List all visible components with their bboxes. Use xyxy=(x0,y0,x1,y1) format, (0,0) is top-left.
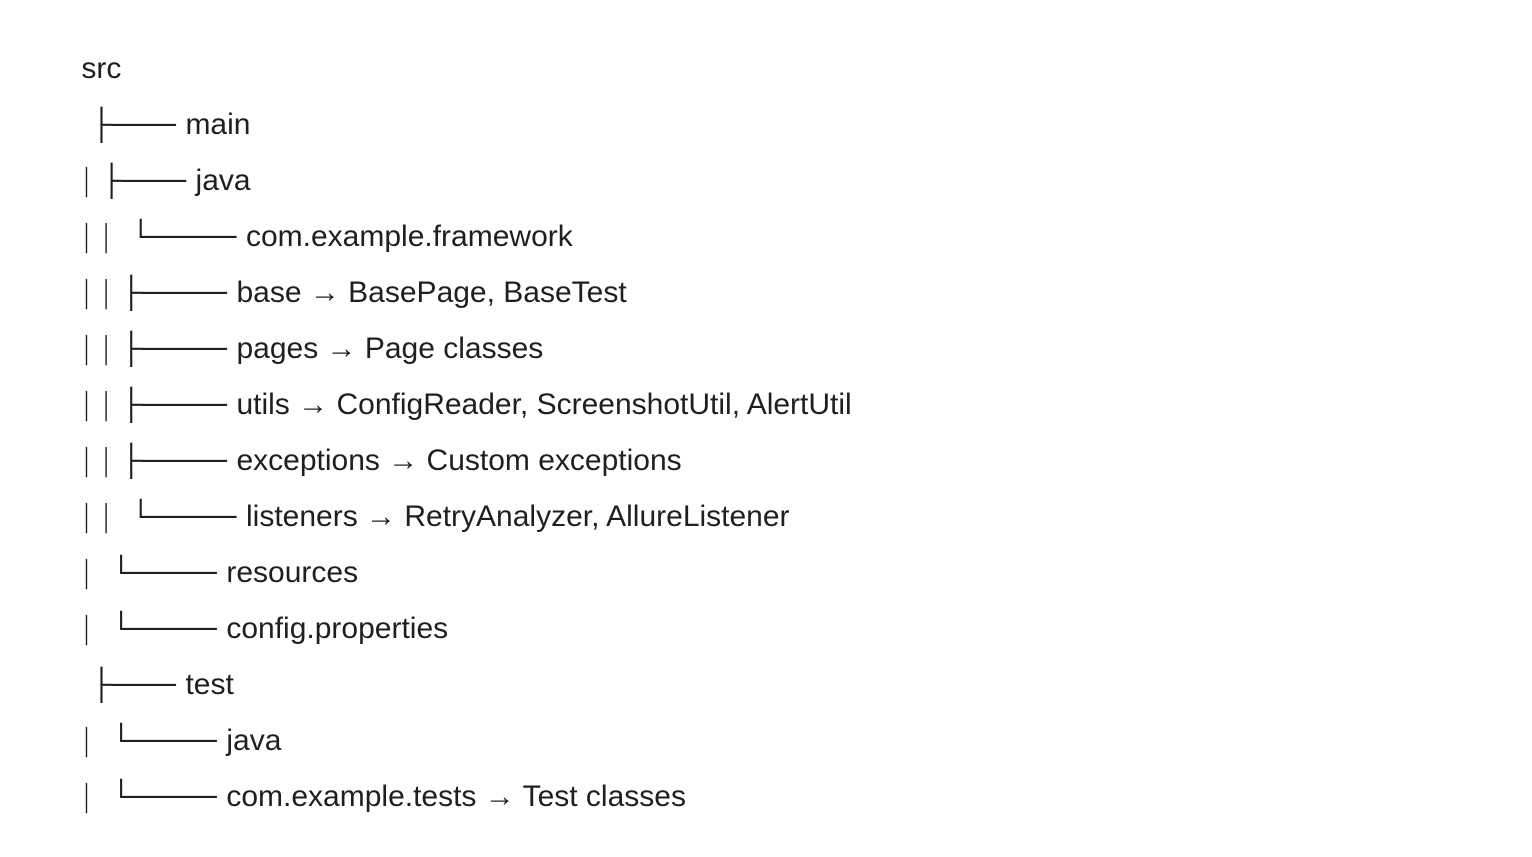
tree-branch-connector: | └──── xyxy=(81,555,227,590)
directory-tree: src ├─── main | ├─── java | | └──── com.… xyxy=(48,9,851,814)
tree-branch-connector: | | ├──── xyxy=(81,275,237,310)
tree-branch-connector: ├─── xyxy=(81,107,186,142)
tree-row-label: com.example.framework xyxy=(245,220,573,253)
tree-row: | | ├──── base → BasePage, BaseTest xyxy=(48,233,626,310)
tree-row-label: config.properties xyxy=(226,612,449,645)
tree-row: | └──── config.properties xyxy=(48,569,448,646)
tree-row: | └──── java xyxy=(48,681,281,758)
tree-root-label: src xyxy=(81,52,122,85)
tree-branch-connector: | | ├──── xyxy=(81,387,237,422)
tree-branch-connector: | ├─── xyxy=(81,163,196,198)
tree-branch-connector: | | ├──── xyxy=(81,331,237,366)
tree-row-label: utils → ConfigReader, ScreenshotUtil, Al… xyxy=(236,388,852,421)
tree-row: | | ├──── pages → Page classes xyxy=(48,289,543,366)
tree-branch-connector: | └──── xyxy=(81,723,227,758)
tree-row-label: main xyxy=(185,108,251,141)
tree-row-label: pages → Page classes xyxy=(236,332,544,365)
tree-row-label: resources xyxy=(226,556,359,589)
tree-row-label: java xyxy=(195,164,251,197)
tree-row-label: exceptions → Custom exceptions xyxy=(236,444,682,477)
tree-row: | | ├──── exceptions → Custom exceptions xyxy=(48,401,681,478)
tree-row-label: com.example.tests → Test classes xyxy=(226,780,686,813)
tree-row: | | └──── listeners → RetryAnalyzer, All… xyxy=(48,457,789,534)
tree-row: | ├─── java xyxy=(48,121,250,198)
tree-row-label: test xyxy=(185,668,234,701)
tree-branch-connector: | | ├──── xyxy=(81,443,237,478)
tree-branch-connector: | └──── xyxy=(81,779,227,814)
tree-row: | └──── com.example.tests → Test classes xyxy=(48,737,686,814)
tree-branch-connector: | └──── xyxy=(81,611,227,646)
tree-branch-connector: ├─── xyxy=(81,667,186,702)
tree-row: | └──── resources xyxy=(48,513,358,590)
tree-root: src xyxy=(48,9,121,85)
tree-branch-connector: | | └──── xyxy=(81,499,246,534)
tree-row: | | ├──── utils → ConfigReader, Screensh… xyxy=(48,345,851,422)
tree-row-label: java xyxy=(226,724,282,757)
tree-branch-connector: | | └──── xyxy=(81,219,246,254)
tree-row-label: base → BasePage, BaseTest xyxy=(236,276,627,309)
tree-row: | | └──── com.example.framework xyxy=(48,177,572,254)
tree-row-label: listeners → RetryAnalyzer, AllureListene… xyxy=(245,500,790,533)
tree-row: ├─── test xyxy=(48,625,234,702)
tree-row: ├─── main xyxy=(48,65,251,142)
